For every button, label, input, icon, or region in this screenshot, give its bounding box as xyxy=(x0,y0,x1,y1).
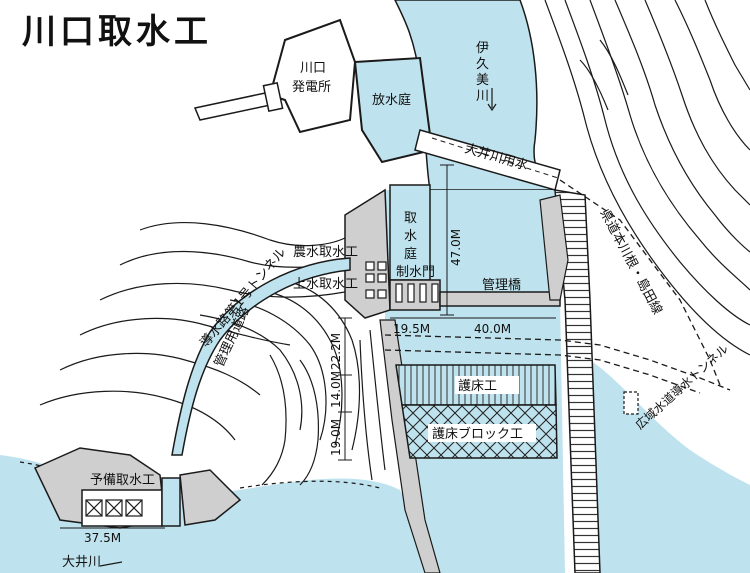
agri-intake-label: 農水取水工 xyxy=(293,245,358,260)
intake-structure: 取 水 庭 制水門 xyxy=(344,184,441,319)
svg-text:伊: 伊 xyxy=(476,41,489,56)
svg-text:川: 川 xyxy=(476,89,489,104)
dim-37-5: 37.5M xyxy=(84,531,121,545)
apron-label: 護床工 xyxy=(458,378,497,394)
penstock-flange xyxy=(262,81,284,113)
water-intake-label: 上水取水工 xyxy=(293,277,358,292)
dim-19-5: 19.5M xyxy=(393,322,430,336)
bridge-deck xyxy=(439,291,561,307)
pipelines xyxy=(384,179,731,394)
apron-block: 護床ブロック工 xyxy=(401,404,558,459)
page-title: 川口取水工 xyxy=(22,12,212,52)
dim-47: 47.0M xyxy=(449,229,463,266)
right-embankment xyxy=(539,189,601,573)
dim-40: 40.0M xyxy=(474,322,511,336)
svg-text:久: 久 xyxy=(476,57,489,72)
svg-text:美: 美 xyxy=(476,73,489,88)
power-station: 川口 発電所 xyxy=(193,18,357,134)
intake-basin-label-2: 水 xyxy=(404,229,417,244)
dimension-lines xyxy=(60,164,556,529)
spare-intake-gates xyxy=(85,499,143,517)
intake-basin-label-1: 取 xyxy=(404,211,417,226)
ikumi-river-label: 伊 久 美 川 xyxy=(476,41,497,112)
dim-19: 19.0M xyxy=(329,419,343,456)
power-station-label-2: 発電所 xyxy=(292,80,331,95)
prefectural-road-label: 県道本川根・島田線 xyxy=(596,206,665,317)
dim-22-2: 22.2M xyxy=(329,333,343,370)
power-station-building xyxy=(268,18,357,134)
intake-left-wall xyxy=(344,188,391,319)
apron: 護床工 xyxy=(395,364,557,406)
bridge-label: 管理橋 xyxy=(482,278,521,293)
spare-intake-label: 予備取水工 xyxy=(90,472,155,488)
discharge-basin-water xyxy=(353,56,434,164)
apron-block-label: 護床ブロック工 xyxy=(432,426,523,442)
spare-intake: 予備取水工 xyxy=(33,447,242,529)
power-station-label-1: 川口 xyxy=(300,61,326,76)
tunnel-band xyxy=(171,257,351,456)
oi-river-label: 大井川 xyxy=(62,555,101,570)
wide-area-tunnel-marker xyxy=(623,391,639,415)
wide-area-tunnel-label: 広域水道導水トンネル xyxy=(633,342,731,433)
intake-basin-label-3: 庭 xyxy=(404,246,417,262)
penstock-pipe xyxy=(193,91,277,121)
contour-lines xyxy=(19,0,750,493)
discharge-basin-label: 放水庭 xyxy=(372,92,411,108)
dim-14: 14.0M xyxy=(329,371,343,408)
intake-windows xyxy=(365,261,387,299)
gate-label: 制水門 xyxy=(396,265,435,280)
